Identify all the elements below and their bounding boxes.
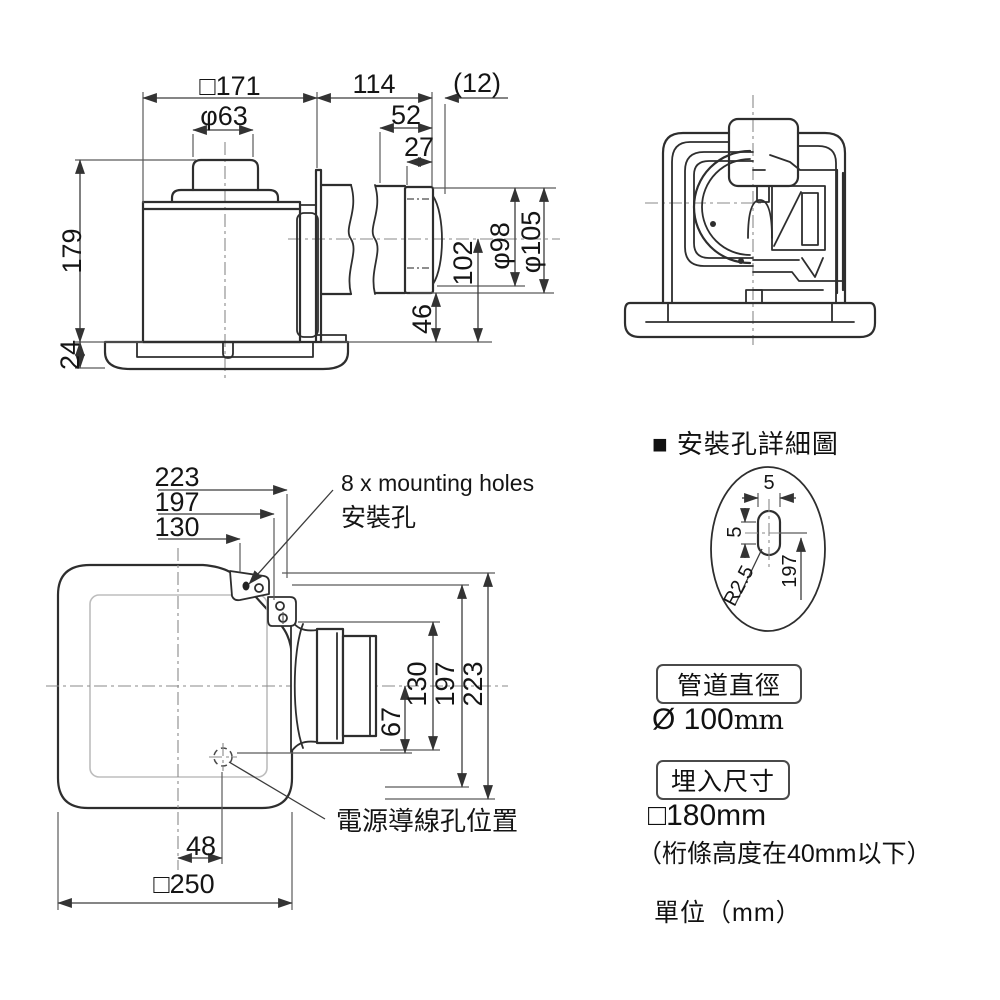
screw-dot-2 [738,258,744,264]
dim-power-hole-v: 67 [376,707,406,737]
dim-power-hole-h: 48 [186,831,216,861]
mounting-plate [314,168,323,343]
dim-hole-span-h130: 130 [154,512,199,542]
dim-flange-height: 24 [55,340,85,370]
dim-center-to-bottom: 102 [448,240,478,285]
dim-hub-diameter: φ63 [200,101,248,131]
unit-note: 單位（mm） [654,899,802,927]
blade-diagonal [773,191,802,247]
detail-oval [710,466,826,632]
collar-inner-dashes [407,198,431,269]
dim-duct-protrusion: (12) [453,68,501,98]
mounting-holes-label-en: 8 x mounting holes [341,470,534,496]
duct-diameter-value: Ø 100 [652,703,734,736]
embed-size-note: （桁條高度在40mm以下） [637,840,932,868]
cutaway-horizontals [752,169,791,187]
dim-duct-end-length: 52 [391,100,421,130]
embed-size-label: 埋入尺寸 [670,768,775,796]
top-plate [141,200,302,211]
front-bottom-notch [745,289,763,304]
duct-diameter-badge: 管道直徑 [656,664,802,704]
front-flange [623,301,877,339]
mounting-holes-leader [248,489,334,585]
motor-hub-outline [191,158,260,192]
embed-size-value: □180mm [648,799,767,832]
duct-end-collar [403,185,435,295]
top-extension-lines [57,494,495,910]
power-hole-leader [228,761,326,820]
duct-diameter-label: 管道直徑 [676,672,781,700]
front-body-outer [661,131,847,305]
embed-size-badge: 埋入尺寸 [656,760,790,800]
front-flange-inner [645,302,855,323]
hole-detail-title: ■ 安裝孔詳細圖 [652,429,839,459]
inlet-circle-outer [692,149,752,265]
hub-section [747,199,773,239]
duct-section-a [319,183,353,296]
duct-break-line-1 [347,184,355,295]
mounting-holes-label-zh: 安裝孔 [341,504,416,532]
detail-extension-lines [741,493,807,545]
mounting-hole-3 [275,601,285,611]
dim-hole-span-h223: 223 [154,462,199,492]
dim-overall-width: □171 [199,71,260,101]
hole-detail-view: 5 5 R2.5 197 [710,466,826,632]
roof-step [769,154,838,171]
scroll-section [771,185,826,251]
mounting-hole-1 [242,581,250,591]
motor-core [801,192,819,246]
duct-diameter-unit: mm [733,705,784,736]
dim-collar-length: 27 [404,132,434,162]
hub-base-outline [170,188,280,204]
dim-hole-span-v197: 197 [430,661,460,706]
side-view: □171 114 (12) φ63 52 27 179 24 102 46 φ9… [55,68,560,382]
dim-duct-outer-dia: φ105 [516,211,546,274]
duct-flange-ring [315,627,345,745]
dim-top-overall-width: □250 [153,869,214,899]
duct-bell-arc [293,623,304,749]
detail-crosshair [745,499,793,569]
dim-hole-span-v223: 223 [458,661,488,706]
duct-pipe [341,634,378,738]
duct-bell [290,619,318,753]
right-wall [835,168,845,295]
dim-duct-length: 114 [352,69,395,99]
detail-slot-length: 5 [724,526,746,537]
detail-radius-leader [734,548,763,606]
power-hole-label: 電源導線孔位置 [336,806,518,836]
dim-hole-span-v130: 130 [402,661,432,706]
dim-duct-inner-dia: φ98 [485,222,515,270]
bell-mouth-arc [432,195,443,285]
detail-slot-width: 5 [763,472,774,494]
dim-body-height: 179 [57,228,87,273]
front-body-inner [671,141,837,304]
dim-duct-bottom: 46 [407,304,437,334]
mounting-tab-2 [267,596,297,627]
screw-dot-1 [710,221,716,227]
power-hole-crosshair [209,743,237,771]
duct-break-line-2 [371,184,379,295]
bellmouth-ring-outer [684,151,754,267]
front-view [623,95,877,345]
top-view: 223 197 130 130 197 223 67 48 □250 8 x m… [46,462,534,910]
body-outline [141,207,302,344]
motor-mount [756,185,770,203]
duct-section-b [374,184,407,295]
detail-row-position: 197 [779,554,801,587]
dim-hole-span-h197: 197 [154,487,199,517]
ceiling-panel-outline [103,340,350,371]
inlet-circle-inner [701,158,751,256]
duct-adapter-panel [296,212,319,338]
ceiling-panel-inner [136,341,314,359]
outlet-funnel [752,257,844,282]
duct-diameter-value-row: Ø 100mm [652,703,784,737]
